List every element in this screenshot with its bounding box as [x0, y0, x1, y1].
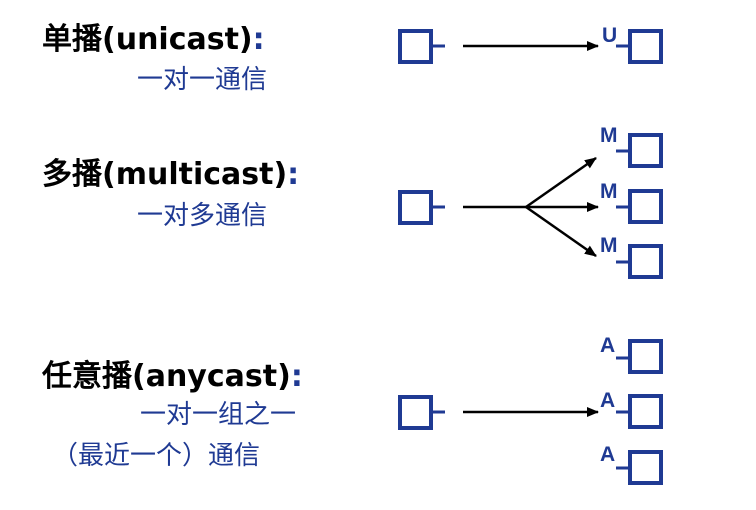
- multicast-diagram: M M M: [398, 124, 663, 279]
- anycast-dest-node-3: [628, 450, 663, 485]
- unicast-title-text: 单播(unicast): [42, 22, 253, 57]
- anycast-subtitle-line1: 一对一组之一: [140, 400, 297, 430]
- anycast-dest-label-3: A: [600, 443, 615, 466]
- multicast-title: 多播(multicast):: [42, 160, 299, 190]
- anycast-title-colon: :: [290, 359, 303, 394]
- anycast-dest-label-1: A: [600, 334, 615, 357]
- unicast-source-node: [398, 29, 433, 64]
- anycast-title-text: 任意播(anycast): [42, 359, 291, 394]
- anycast-dest-node-2: [628, 394, 663, 429]
- multicast-dest-node-1: [628, 133, 663, 168]
- anycast-dest-label-2: A: [600, 389, 615, 412]
- unicast-title: 单播(unicast):: [42, 25, 265, 55]
- anycast-title: 任意播(anycast):: [42, 362, 303, 392]
- multicast-dest-label-1: M: [600, 124, 618, 147]
- multicast-dest-node-2: [628, 189, 663, 224]
- unicast-title-colon: :: [252, 22, 265, 57]
- multicast-dest-label-3: M: [600, 234, 618, 257]
- unicast-diagram: U: [398, 24, 663, 64]
- multicast-arrow-1: [525, 156, 597, 209]
- anycast-dest-node-1: [628, 339, 663, 374]
- anycast-source-node: [398, 395, 433, 430]
- unicast-subtitle: 一对一通信: [137, 65, 268, 95]
- multicast-source-node: [398, 190, 433, 225]
- anycast-diagram: A A A: [398, 334, 663, 485]
- multicast-title-colon: :: [287, 157, 300, 192]
- multicast-dest-node-3: [628, 244, 663, 279]
- unicast-dest-label: U: [602, 24, 617, 47]
- multicast-dest-label-2: M: [600, 180, 618, 203]
- multicast-title-text: 多播(multicast): [42, 157, 288, 192]
- unicast-dest-node: [628, 29, 663, 64]
- multicast-subtitle: 一对多通信: [137, 201, 268, 231]
- multicast-arrow-3: [525, 205, 597, 258]
- anycast-subtitle-line2: （最近一个）通信: [52, 441, 261, 471]
